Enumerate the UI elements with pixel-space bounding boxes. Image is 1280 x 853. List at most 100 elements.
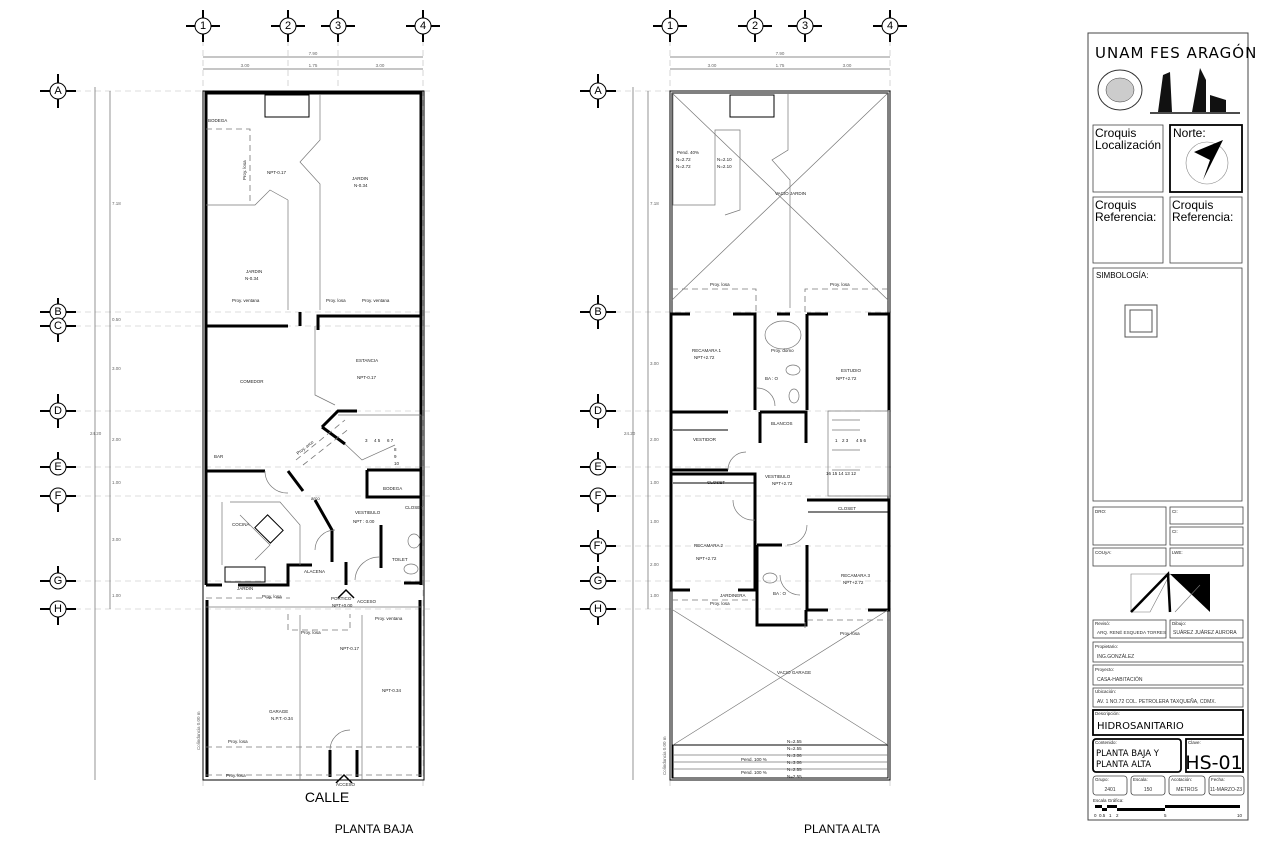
row-heights-5-label: 3.00 bbox=[112, 537, 121, 542]
path-mark bbox=[755, 498, 891, 627]
designer-logo bbox=[1130, 571, 1210, 613]
ground-rows-4-label: E bbox=[54, 461, 61, 473]
rect-mark bbox=[1129, 309, 1153, 333]
stair-nums-3-label: 8 bbox=[394, 447, 397, 452]
labels-vestibulo-label: VESTIBULO bbox=[765, 474, 791, 479]
upper-rows-3-label: E bbox=[594, 461, 601, 473]
ellipse-mark bbox=[403, 563, 419, 575]
title-block-clave-label-label: Clave: bbox=[1188, 740, 1201, 745]
g-mark: B bbox=[580, 295, 616, 329]
dimensions-total-length-label: 24.20 bbox=[624, 431, 636, 436]
labels-recamara3-level-label: NPT+2.72 bbox=[843, 580, 864, 585]
labels-recamara2-level-label: NPT+2.72 bbox=[696, 556, 717, 561]
rect-mark bbox=[1092, 547, 1167, 567]
dimensions-total-length-label: 24.20 bbox=[90, 431, 102, 436]
labels-estudio-level-label: NPT+2.72 bbox=[836, 376, 857, 381]
g-mark: D bbox=[40, 394, 76, 428]
labels-estudio-label: ESTUDIO bbox=[841, 368, 862, 373]
col-widths-2-label: 3.00 bbox=[843, 63, 852, 68]
title-block-dibujo-label: SUÁREZ JUÁREZ AURORA bbox=[1173, 629, 1237, 636]
column-axis-4: 4 bbox=[406, 10, 440, 42]
upper-row-heights-3-label: 1.00 bbox=[650, 480, 659, 485]
path-mark bbox=[206, 94, 321, 310]
rect-mark bbox=[1092, 709, 1244, 736]
rect-mark bbox=[1092, 124, 1164, 193]
grid-columns-2-label: 3 bbox=[335, 20, 341, 32]
rect-mark bbox=[1169, 547, 1244, 567]
rect-mark bbox=[1117, 808, 1165, 811]
unam-logo bbox=[1097, 69, 1143, 111]
labels-proy-losa-2-label: Proy. losa bbox=[326, 298, 346, 303]
circle-mark bbox=[329, 17, 347, 35]
title-block-ubicacion-label: AV. 1 NO.72 COL. PETROLERA TAXQUEÑA, CDM… bbox=[1097, 698, 1216, 705]
labels-bodega-top-label: BODEGA bbox=[208, 118, 227, 123]
rect-mark bbox=[1169, 619, 1244, 639]
path-mark bbox=[673, 429, 888, 513]
rect-mark bbox=[1092, 687, 1244, 708]
title-block-ubicacion-label-label: Ubicación: bbox=[1095, 689, 1116, 694]
g-mark: F bbox=[580, 487, 616, 512]
labels-estancia-label: ESTANCIA bbox=[356, 358, 378, 363]
g-mark: C bbox=[40, 317, 76, 342]
g-mark: E bbox=[40, 452, 76, 476]
path-mark bbox=[827, 410, 889, 497]
escala-grafica-ticks-2-label: 1 bbox=[1109, 813, 1112, 818]
upper-row-heights-1-label: 3.00 bbox=[650, 361, 659, 366]
roof-levels-1-label: N=2.55 bbox=[787, 746, 802, 751]
escala-grafica-ticks-0-label: 0 bbox=[1094, 813, 1097, 818]
croquis-referencia-1-label: Croquis Referencia: bbox=[1095, 199, 1157, 224]
rect-mark bbox=[1092, 267, 1243, 502]
labels-jardin-2-label: JARDIN bbox=[246, 269, 262, 274]
rect-mark bbox=[729, 94, 775, 118]
title-block-grupo-label: 2401 bbox=[1104, 787, 1115, 793]
labels-arco-label: arco bbox=[311, 496, 320, 501]
column-axis-3: 3 bbox=[321, 10, 355, 42]
upper-rows-1-label: B bbox=[594, 306, 601, 318]
ellipse-mark bbox=[762, 572, 778, 584]
path-mark bbox=[335, 773, 353, 784]
title-block-escala-label: 150 bbox=[1144, 787, 1153, 793]
escala-grafica-ticks-4-label: 5 bbox=[1164, 813, 1167, 818]
path-mark bbox=[204, 91, 423, 585]
stair-nums-0-label: 3 bbox=[365, 438, 368, 443]
g-mark: D bbox=[580, 394, 616, 428]
labels-bano2-label: BA : O bbox=[773, 591, 787, 596]
upper-rows-6-label: G bbox=[594, 575, 603, 587]
dimensions-property-line-label: Colindancia 0.00 m bbox=[196, 711, 201, 750]
g-mark: 2 bbox=[738, 10, 772, 42]
upper-rows-7-label: H bbox=[594, 603, 602, 615]
labels-vacio-jardin-label: VACIO JARDIN bbox=[775, 191, 806, 196]
stair-nums-top-2-label: 4 5 6 bbox=[856, 438, 867, 443]
labels-proy-losa-1-label: Proy. losa bbox=[710, 282, 730, 287]
path-mark bbox=[337, 588, 355, 599]
title-block-couya-label-label: COUyA: bbox=[1095, 550, 1112, 555]
fes-aragon-logo bbox=[1150, 68, 1240, 114]
grid-columns-2-label: 3 bbox=[802, 20, 808, 32]
rect-mark bbox=[202, 90, 425, 781]
graphic-scale: Escala Gráfica: 0 0.5 1 2 5 10 bbox=[1093, 798, 1243, 818]
grid-columns-1-label: 2 bbox=[752, 20, 758, 32]
title-block-clave-label: HS-01 bbox=[1185, 752, 1242, 774]
ellipse-mark bbox=[785, 364, 801, 376]
walls bbox=[669, 90, 891, 781]
labels-jardin-1-label: JARDIN bbox=[352, 176, 368, 181]
circle-mark bbox=[1185, 141, 1229, 185]
circle-mark bbox=[194, 17, 212, 35]
g-mark: G bbox=[40, 566, 76, 590]
upper-rows-2-label: D bbox=[594, 405, 602, 417]
g-mark: 4 bbox=[873, 10, 907, 42]
column-axis-1: 1 bbox=[186, 10, 220, 42]
path-mark bbox=[320, 409, 421, 585]
linework bbox=[671, 92, 890, 770]
path-mark bbox=[1174, 584, 1201, 613]
dimensions-total-width-label: 7.90 bbox=[309, 51, 318, 56]
stair-nums-5-label: 10 bbox=[394, 461, 400, 466]
room-labels: BODEGA Proy. losa NPT-0.17 JARDIN N-0.34… bbox=[208, 118, 423, 787]
ground-rows-6-label: G bbox=[54, 575, 63, 587]
labels-proy-losa-6-label: Proy. losa bbox=[226, 773, 246, 778]
labels-proy-losa-3-label: Proy. losa bbox=[262, 594, 282, 599]
title-block-simbologia-label: SIMBOLOGÍA: bbox=[1096, 271, 1148, 280]
labels-toilet-label: TOILET bbox=[392, 557, 408, 562]
labels-closet1-label: CLOSET bbox=[707, 480, 725, 485]
linework bbox=[206, 94, 422, 784]
